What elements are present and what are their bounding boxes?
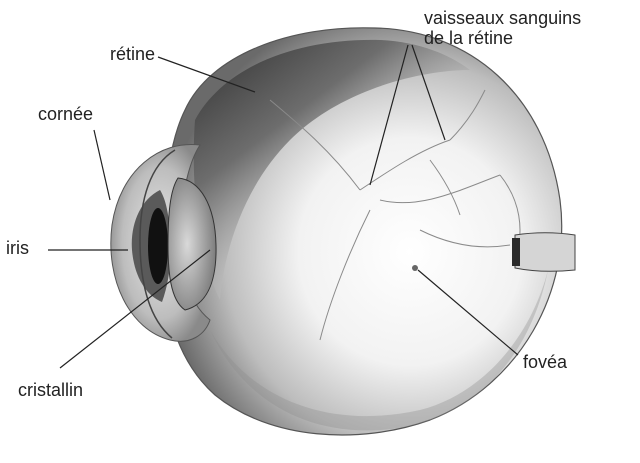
label-fovea: fovéa [523, 352, 567, 372]
label-cristallin: cristallin [18, 380, 83, 400]
fovea-mark [412, 265, 418, 271]
label-vaisseaux-sanguins: vaisseaux sanguins de la rétine [424, 8, 581, 48]
label-retine: rétine [110, 44, 155, 64]
label-cornee: cornée [38, 104, 93, 124]
pupil [148, 208, 168, 284]
label-iris: iris [6, 238, 29, 258]
optic-nerve [515, 233, 575, 272]
